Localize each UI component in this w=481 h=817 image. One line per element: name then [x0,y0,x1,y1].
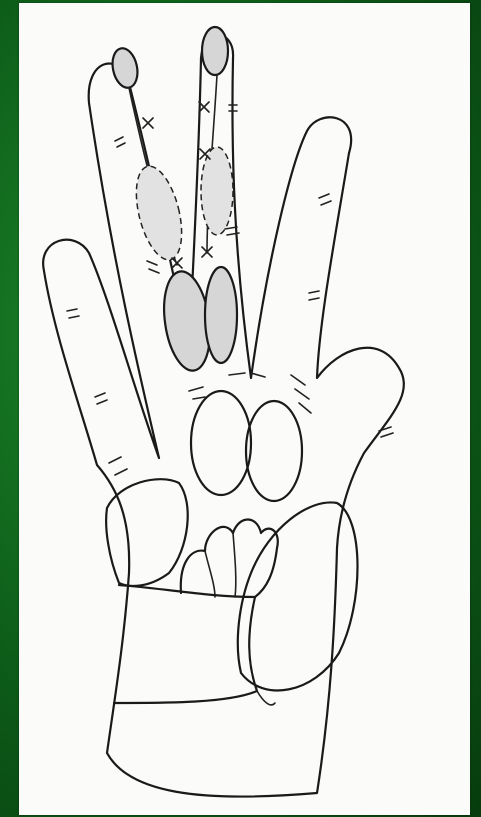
middle-finger-middle-phalanx [201,147,233,235]
hand-outline [43,36,404,797]
central-palm-lobes [181,520,278,598]
interdigital-pad-2 [246,401,302,501]
figure-paper [19,3,470,815]
middle-finger-proximal-phalanx [205,267,237,363]
middle-finger-tip [202,27,228,75]
index-finger-tip [109,46,141,90]
hypothenar-upper [106,479,188,586]
palm-crease-lower [257,691,275,705]
interdigital-pad-1 [191,391,251,495]
index-finger-middle-phalanx [128,162,190,265]
hand-diagram [19,3,470,815]
hypothenar-lower [114,585,257,703]
palm-lobe-dividers [205,533,236,597]
